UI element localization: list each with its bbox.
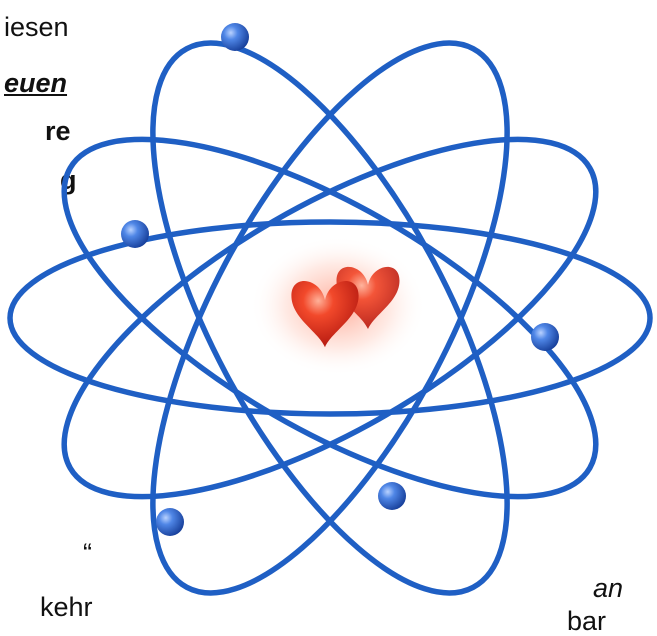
hearts-nucleus <box>250 236 426 376</box>
electron-1 <box>221 23 249 51</box>
electron-5 <box>156 508 184 536</box>
electron-2 <box>121 220 149 248</box>
electron-3 <box>531 323 559 351</box>
electron-4 <box>378 482 406 510</box>
